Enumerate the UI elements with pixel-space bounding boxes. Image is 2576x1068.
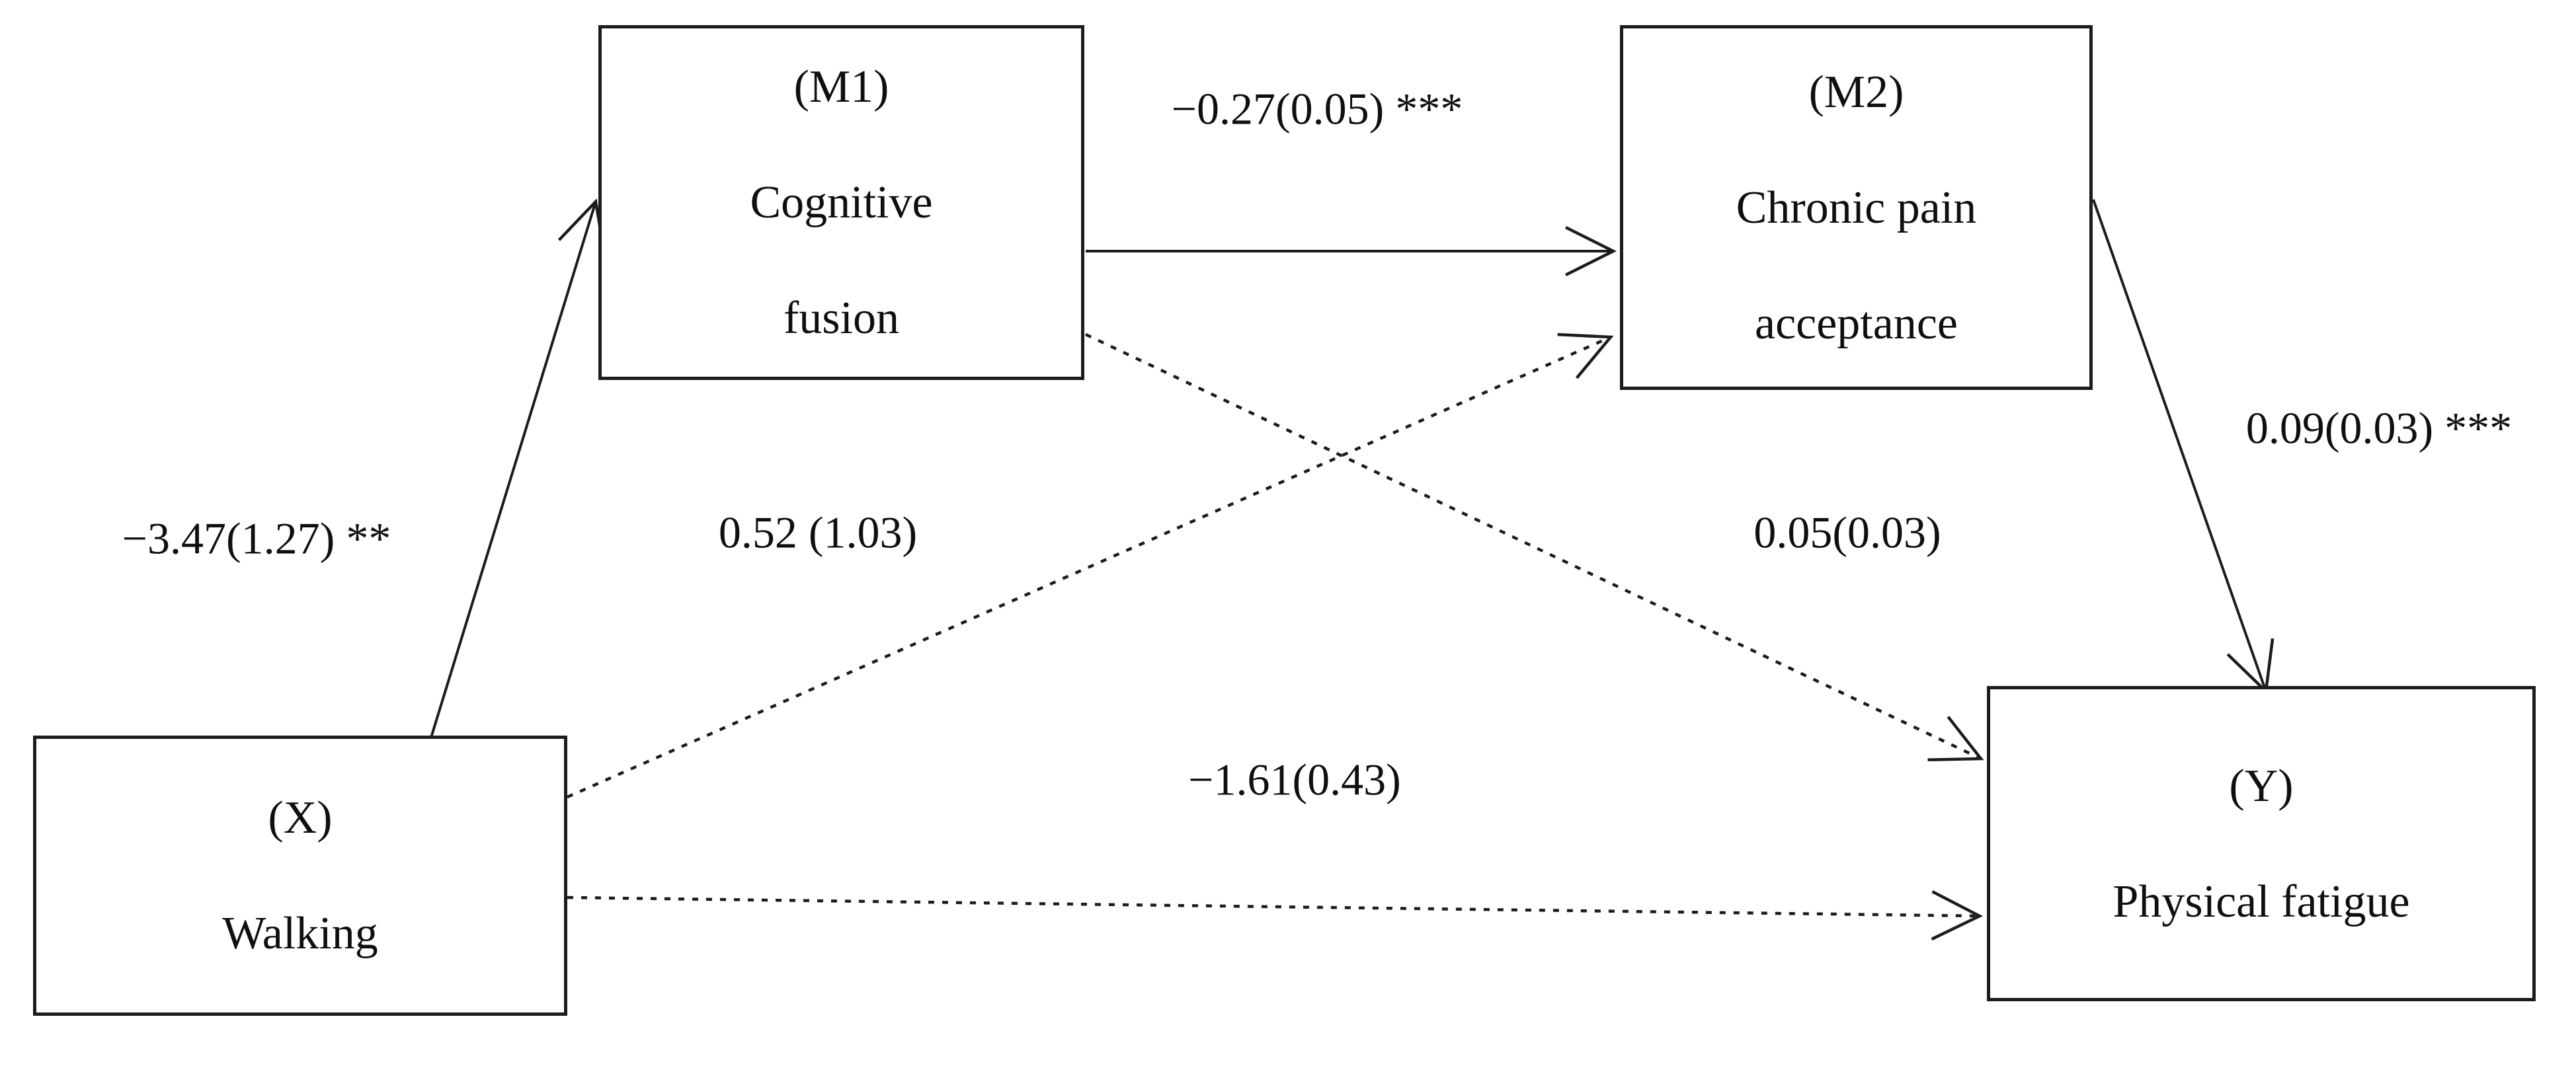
node-m1-cognitive-fusion: (M1) Cognitive fusion [598, 25, 1084, 380]
path-label-x-to-y: −1.61(0.43) [1188, 754, 1401, 805]
path-label-m2-to-y: 0.09(0.03) *** [2245, 402, 2513, 453]
node-x-code: (X) [268, 792, 333, 843]
node-m2-label1: Chronic pain [1736, 182, 1977, 233]
node-y-code: (Y) [2229, 760, 2294, 812]
arrow-x-to-y [567, 890, 1984, 941]
path-label-x-to-m2: 0.52 (1.03) [718, 507, 918, 558]
node-y-label1: Physical fatigue [2113, 876, 2410, 927]
node-m2-code: (M2) [1808, 66, 1904, 118]
node-m1-code: (M1) [793, 61, 889, 112]
path-label-x-to-m1: −3.47(1.27) ** [122, 513, 391, 564]
arrow-x-to-m2 [567, 332, 1614, 799]
node-m1-label2: fusion [784, 293, 899, 344]
arrow-x-to-m1 [414, 198, 606, 790]
node-x-label1: Walking [222, 908, 378, 959]
node-m1-label1: Cognitive [750, 177, 933, 228]
arrow-m2-to-y [2092, 199, 2274, 695]
path-label-m1-to-y: 0.05(0.03) [1753, 507, 1941, 558]
node-x-walking: (X) Walking [33, 736, 567, 1016]
path-label-m1-to-m2: −0.27(0.05) *** [1171, 83, 1463, 134]
node-m2-chronic-pain-acceptance: (M2) Chronic pain acceptance [1620, 25, 2093, 390]
node-y-physical-fatigue: (Y) Physical fatigue [1987, 686, 2536, 1001]
node-m2-label2: acceptance [1755, 297, 1958, 349]
